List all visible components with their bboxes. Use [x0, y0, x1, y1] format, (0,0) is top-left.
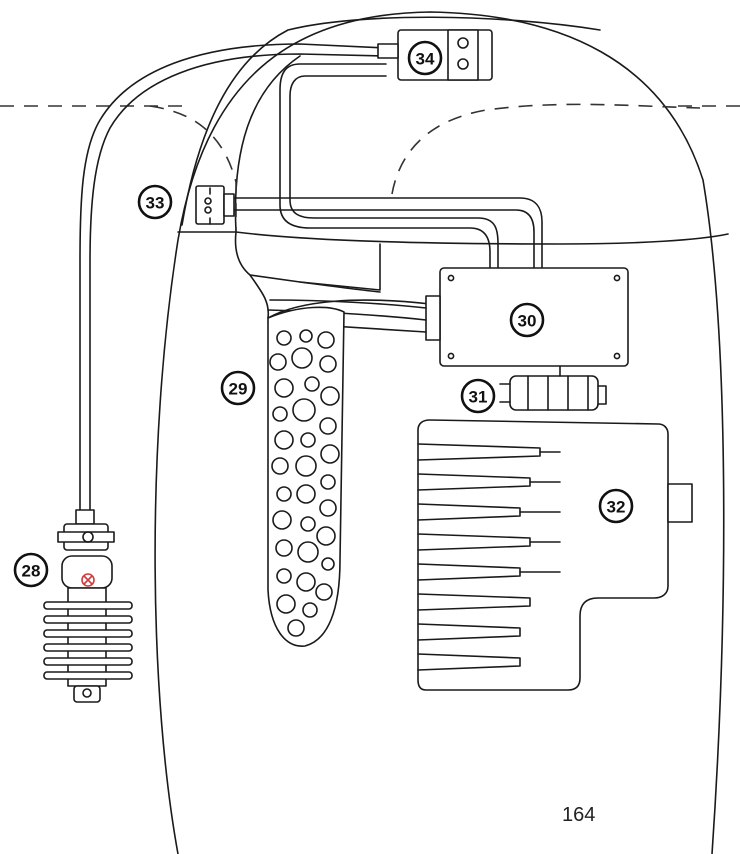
connector-33: [195, 185, 235, 225]
mounting-neck-lower: [249, 274, 431, 319]
perforation-hole: [299, 329, 313, 343]
perforation-hole: [272, 510, 292, 530]
perforation-hole: [296, 572, 316, 592]
perforation-hole: [275, 539, 293, 557]
upper-cover: [177, 231, 729, 245]
perforation-hole: [320, 386, 340, 406]
housing-outline: [154, 11, 725, 854]
inner-cover-curve: [234, 55, 301, 233]
perforation-hole: [269, 353, 287, 371]
perforation-hole: [302, 602, 318, 618]
perforation-hole: [292, 398, 316, 422]
svg-text:34: 34: [416, 50, 435, 69]
perforated-cover-29: [267, 306, 345, 647]
perforation-hole: [321, 557, 335, 571]
perforation-hole: [291, 347, 313, 369]
perforation-hole: [296, 484, 316, 504]
svg-text:29: 29: [229, 380, 248, 399]
perforation-hole: [320, 444, 340, 464]
perforation-hole: [276, 330, 292, 346]
perforation-hole: [315, 583, 333, 601]
top-cover-curve: [181, 16, 601, 226]
perforation-hole: [300, 516, 316, 532]
perforation-hole: [272, 406, 288, 422]
perforation-hole: [274, 430, 294, 450]
page-number: 164: [562, 804, 596, 826]
perforation-hole: [300, 432, 316, 448]
callout-28: 28: [13, 552, 49, 588]
perforation-hole: [276, 486, 292, 502]
svg-text:33: 33: [146, 194, 165, 213]
heat-sink-32: [417, 419, 693, 691]
perforation-hole: [295, 455, 317, 477]
perforation-hole: [274, 378, 294, 398]
inner-dashed-right: [391, 103, 701, 195]
cable-d: [229, 209, 535, 269]
sensor-cable-inner: [89, 53, 387, 511]
perforation-hole: [304, 376, 320, 392]
svg-text:32: 32: [607, 498, 626, 517]
perforation-hole: [297, 541, 319, 563]
perforation-hole: [276, 568, 292, 584]
terminal-31: [499, 365, 607, 411]
callout-34: 34: [407, 40, 443, 76]
sensor-28: [43, 509, 133, 703]
sensor-cable: [79, 43, 387, 511]
mounting-neck: [234, 231, 381, 291]
cable-a: [279, 63, 491, 269]
callout-32: 32: [598, 488, 634, 524]
perforation-hole: [287, 619, 305, 637]
perforation-hole: [317, 331, 335, 349]
perforation-hole: [319, 417, 337, 435]
callout-30: 30: [509, 302, 545, 338]
callout-33: 33: [137, 184, 173, 220]
mounting-neck-shade: [299, 281, 381, 293]
perforation-hole: [276, 594, 296, 614]
cable-c: [229, 197, 543, 269]
callout-29: 29: [220, 370, 256, 406]
perforation-hole: [316, 526, 336, 546]
svg-text:30: 30: [518, 312, 537, 331]
perforation-hole: [320, 474, 336, 490]
perforation-hole: [319, 499, 337, 517]
cable-b: [289, 75, 499, 269]
perforation-hole: [271, 457, 289, 475]
perforation-hole: [319, 355, 337, 373]
callout-31: 31: [460, 378, 496, 414]
svg-text:28: 28: [22, 562, 41, 581]
svg-text:31: 31: [469, 388, 488, 407]
